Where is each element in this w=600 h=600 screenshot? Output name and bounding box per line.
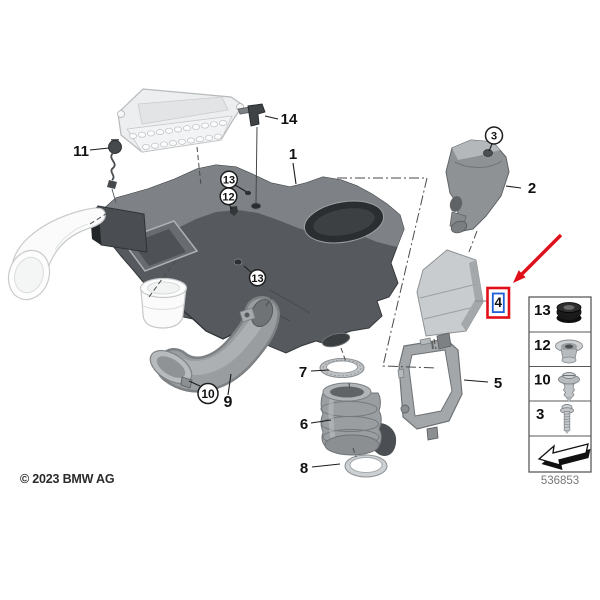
direction-arrow-icon	[537, 443, 591, 470]
intake-duct-outline-part	[7, 207, 106, 301]
legend-row-arrow	[537, 443, 591, 470]
callout-13-lower[interactable]: 13	[248, 269, 267, 287]
legend-row-10[interactable]: 10	[534, 372, 580, 403]
callout-3[interactable]: 3	[484, 126, 504, 145]
copyright-text: © 2023 BMW AG	[20, 472, 114, 486]
highlight-inner-box	[491, 292, 505, 314]
svg-text:10: 10	[534, 372, 551, 389]
clamp-ring-part	[319, 357, 365, 379]
svg-text:13: 13	[251, 273, 263, 285]
callout-5[interactable]: 5	[494, 375, 502, 392]
cover-part	[445, 139, 510, 234]
attention-arrow-icon	[513, 233, 563, 283]
legend-row-13[interactable]: 13	[534, 302, 582, 323]
callout-8[interactable]: 8	[300, 460, 308, 477]
svg-text:12: 12	[534, 337, 551, 354]
callout-13-upper[interactable]: 13	[219, 170, 239, 189]
screw-icon	[560, 404, 574, 434]
callout-7[interactable]: 7	[299, 364, 307, 381]
svg-text:3: 3	[491, 131, 497, 143]
callout-12[interactable]: 12	[219, 187, 238, 206]
expanding-rivet-icon	[558, 372, 580, 403]
housing-lid-part	[117, 88, 244, 153]
callout-1[interactable]: 1	[289, 146, 297, 163]
callout-14[interactable]: 14	[281, 111, 298, 128]
callout-9[interactable]: 9	[224, 394, 233, 411]
circled-callouts: 3 13 12 13 10	[197, 126, 504, 405]
svg-text:3: 3	[536, 406, 544, 423]
bellows-sleeve-part	[320, 382, 382, 456]
callout-2[interactable]: 2	[528, 180, 536, 197]
lid-vent-holes	[129, 120, 227, 150]
leader-lines	[89, 115, 522, 468]
filter-element-part	[416, 249, 484, 350]
callout-6[interactable]: 6	[300, 416, 308, 433]
callout-10[interactable]: 10	[197, 382, 219, 405]
tube-clip-part	[180, 376, 193, 389]
callout-labels: 1 2 5 6 7 8 9 11 14	[73, 111, 536, 477]
svg-text:12: 12	[222, 191, 234, 203]
sensor-part-14	[237, 103, 266, 204]
funnel-grommet-icon	[555, 339, 583, 364]
connector-sleeve-outline-part	[139, 277, 188, 329]
sensor-part-11	[107, 139, 122, 204]
grommet-icon	[556, 302, 582, 323]
svg-text:10: 10	[201, 387, 215, 401]
intake-elbow-tube-part	[149, 296, 280, 393]
legend-row-3[interactable]: 3	[536, 404, 574, 435]
diagram-code: 536853	[541, 475, 579, 487]
svg-text:13: 13	[223, 175, 235, 187]
filter-mount-frame-part	[397, 337, 463, 441]
legend-row-12[interactable]: 12	[534, 337, 583, 364]
highlighted-callout-4[interactable]: 4	[475, 286, 511, 319]
callout-11[interactable]: 11	[73, 143, 89, 160]
reference-lines	[89, 146, 478, 458]
highlight-label: 4	[495, 295, 503, 310]
seal-ring-part	[344, 454, 388, 478]
svg-text:13: 13	[534, 302, 551, 319]
legend-table: 13 12 10	[528, 296, 592, 473]
